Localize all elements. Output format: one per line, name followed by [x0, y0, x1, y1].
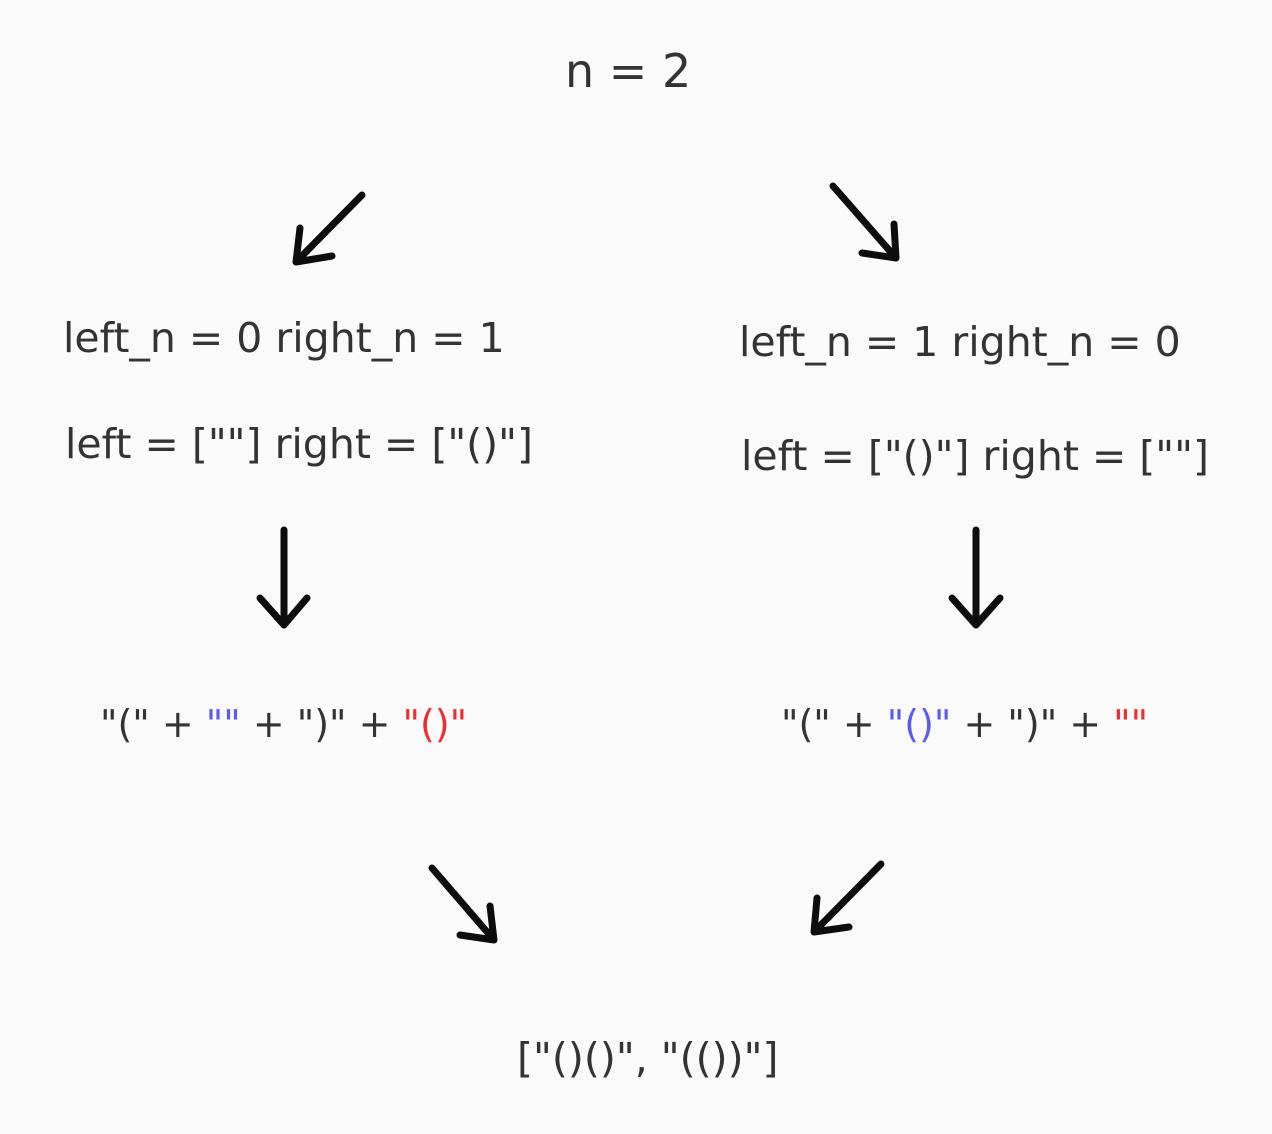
- right-branch-counts: left_n = 1 right_n = 0: [739, 318, 1181, 366]
- expr-open: "(" +: [100, 702, 206, 746]
- left-branch-lists: left = [""] right = ["()"]: [65, 420, 534, 468]
- left-branch-counts: left_n = 0 right_n = 1: [63, 314, 505, 362]
- arrow-down-left-icon: [292, 191, 366, 266]
- expr-right-part: "()": [402, 702, 468, 746]
- expr-left-part: "": [205, 702, 241, 746]
- right-branch-expression: "(" + "()" + ")" + "": [781, 705, 1148, 743]
- arrow-down-icon: [256, 526, 311, 629]
- right-branch-lists: left = ["()"] right = [""]: [741, 432, 1210, 480]
- root-label: n = 2: [565, 44, 692, 98]
- arrow-down-left-icon: [810, 860, 885, 936]
- arrow-down-icon: [948, 526, 1004, 629]
- expr-left-part: "()": [886, 702, 952, 746]
- expr-open: "(" +: [781, 702, 887, 746]
- expr-mid: + ")" +: [951, 702, 1114, 746]
- expr-right-part: "": [1113, 702, 1149, 746]
- left-branch-expression: "(" + "" + ")" + "()": [100, 705, 467, 743]
- expr-mid: + ")" +: [240, 702, 403, 746]
- result-label: ["()()", "(())"]: [517, 1034, 779, 1082]
- arrow-down-right-icon: [428, 864, 498, 944]
- arrow-down-right-icon: [829, 182, 900, 262]
